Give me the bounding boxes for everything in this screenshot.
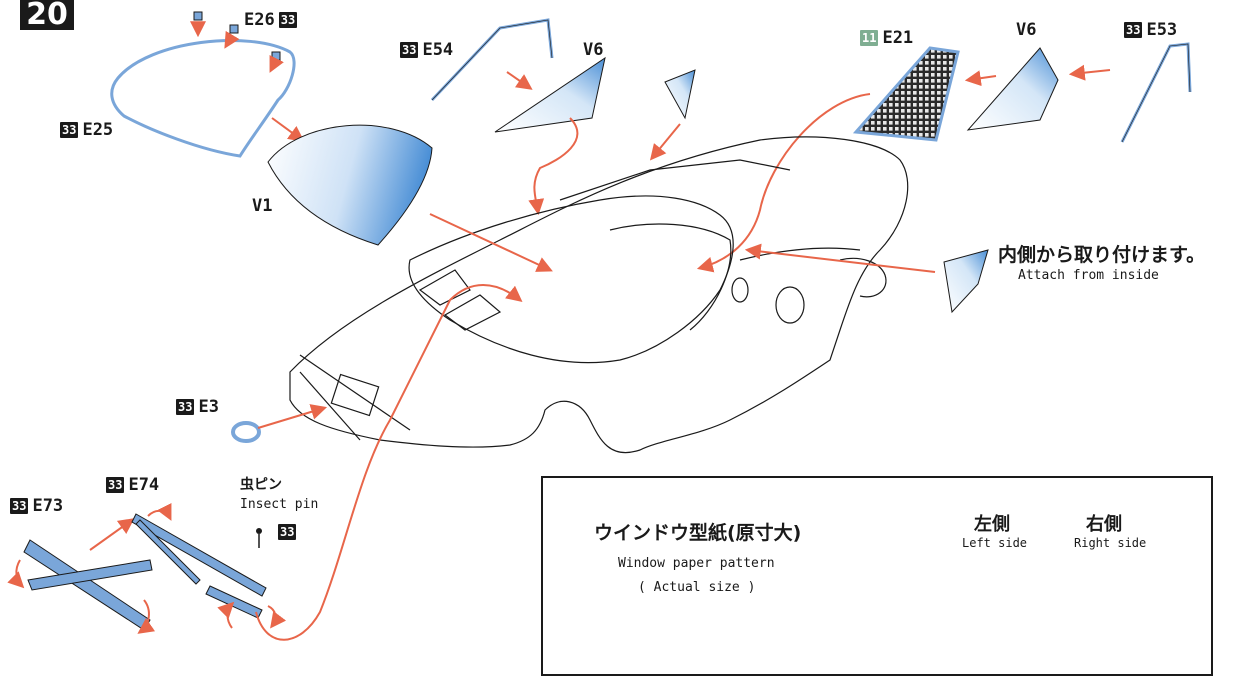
label-v1: V1 bbox=[252, 196, 273, 216]
quarter-glass bbox=[664, 69, 696, 120]
attach-note-en: Attach from inside bbox=[1018, 268, 1159, 283]
part-number-badge: 33 bbox=[60, 122, 79, 138]
window-pattern-box bbox=[541, 476, 1213, 676]
e26-clips bbox=[190, 11, 284, 73]
part-number-badge: 33 bbox=[278, 12, 298, 28]
part-number-badge: 33 bbox=[176, 399, 195, 415]
part-number-badge: 33 bbox=[106, 477, 125, 493]
v6-left-glass bbox=[494, 56, 606, 133]
side-small-glass bbox=[943, 249, 989, 314]
label-v6-left: V6 bbox=[583, 40, 604, 60]
insect-pin-jp: 虫ピン bbox=[240, 477, 282, 493]
attach-note-jp: 内側から取り付けます。 bbox=[998, 244, 1206, 266]
part-number-badge: 33 bbox=[1124, 22, 1143, 38]
e73-wiper bbox=[23, 539, 153, 631]
car-body bbox=[289, 136, 909, 454]
part-number-badge: 11 bbox=[860, 30, 879, 46]
part-number-badge: 33 bbox=[10, 498, 29, 514]
window-pattern-title-jp: ウインドウ型紙(原寸大) bbox=[594, 522, 802, 544]
window-pattern-subtitle: ( Actual size ) bbox=[638, 580, 756, 595]
e54-trim bbox=[430, 18, 554, 102]
e25-windshield-frame bbox=[110, 38, 296, 158]
step-number: 20 bbox=[20, 0, 74, 30]
right-side-jp: 右側 bbox=[1086, 514, 1122, 535]
e21-mesh-panel bbox=[852, 46, 960, 142]
e74-wiper-arm bbox=[131, 513, 267, 619]
v6-right-glass bbox=[966, 47, 1059, 131]
left-side-en: Left side bbox=[962, 536, 1028, 550]
part-number-badge: 33 bbox=[400, 42, 419, 58]
label-v6-right: V6 bbox=[1016, 20, 1037, 40]
insect-pin-graphic bbox=[256, 528, 262, 548]
e53-trim bbox=[1120, 42, 1192, 143]
v1-windshield-glass bbox=[267, 124, 433, 246]
right-side-en: Right side bbox=[1074, 536, 1147, 550]
window-pattern-title-en: Window paper pattern bbox=[618, 556, 775, 571]
left-side-jp: 左側 bbox=[974, 514, 1010, 535]
insect-pin-part-badge: 33 bbox=[278, 524, 297, 540]
e3-tow-ring bbox=[231, 404, 328, 443]
insect-pin-en: Insect pin bbox=[240, 497, 319, 512]
